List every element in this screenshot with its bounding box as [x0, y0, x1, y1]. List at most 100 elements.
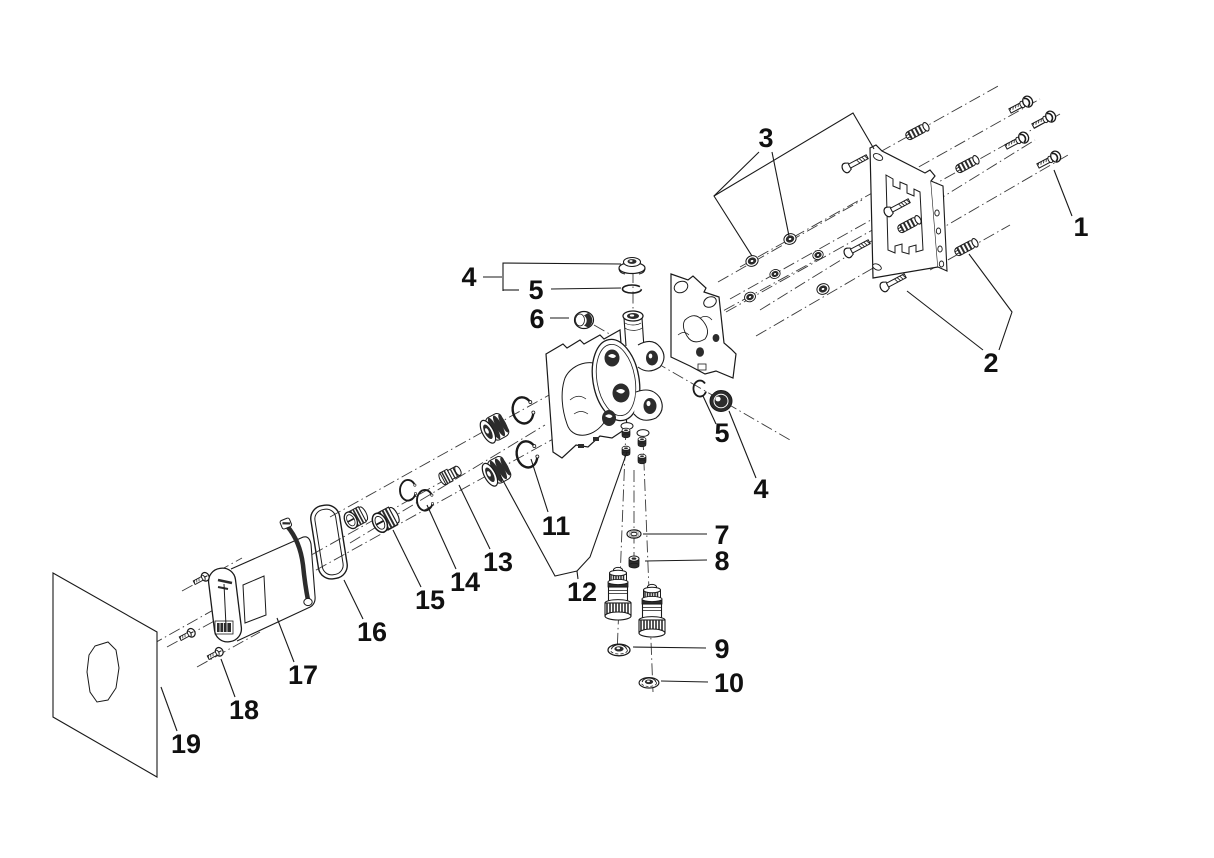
leader-line-11 [530, 458, 549, 513]
leader-line-3 [713, 151, 760, 257]
leader-line-16 [343, 579, 364, 620]
cover-barcode [217, 623, 231, 632]
callout-label-1-0: 1 [1073, 212, 1088, 242]
leader-line-10 [660, 680, 709, 683]
part16-gasket [310, 504, 348, 580]
axis-line [616, 427, 627, 656]
part2-wall-anchor [903, 120, 932, 143]
leader-line-1 [1053, 169, 1073, 217]
leader-line-9 [632, 646, 707, 649]
callout-label-8-9: 8 [714, 546, 729, 576]
part18-screw [177, 626, 198, 644]
cover-window [242, 575, 267, 624]
axis-line [181, 557, 243, 592]
part9-cap-nut [607, 643, 631, 657]
leader-line-5 [702, 395, 717, 425]
callout-label-5-6: 5 [714, 418, 729, 448]
part5-side-ring [692, 379, 707, 398]
axis-line [879, 84, 1001, 153]
mounting-bolt [841, 236, 873, 260]
leader-line-4 [502, 262, 622, 291]
part8-screw [628, 555, 640, 569]
callout-label-6-5: 6 [529, 304, 544, 334]
part18-screw [205, 645, 226, 663]
axis-line [642, 437, 654, 693]
leader-line-3 [713, 112, 875, 197]
valve-cartridge [604, 566, 632, 621]
panel-hole [86, 641, 120, 703]
leader-line-8 [644, 559, 708, 562]
callout-label-17-18: 17 [288, 660, 318, 690]
leader-line-4 [728, 410, 757, 479]
part2-wall-anchor [953, 153, 982, 176]
callout-label-12-13: 12 [567, 577, 597, 607]
part4-cap [618, 256, 646, 275]
cover-label-mark [217, 586, 229, 590]
cover-strap [285, 524, 311, 601]
callout-label-4-3: 4 [461, 262, 476, 292]
part18-screw [191, 570, 212, 588]
part6-plug [573, 310, 595, 330]
leader-line-2 [968, 253, 1013, 351]
callout-label-7-8: 7 [714, 520, 729, 550]
mounting-bolt [839, 151, 871, 175]
part10-cap-nut [638, 676, 660, 689]
part1-screw [1034, 148, 1064, 172]
part1-screw [1006, 93, 1036, 117]
part7-washer [626, 529, 642, 539]
part3-washer [811, 248, 825, 262]
leader-line-18 [220, 658, 236, 698]
part12-check-valve [476, 410, 512, 447]
part3-washer [781, 231, 799, 247]
part3-washer [743, 253, 761, 269]
part11-snap-ring [509, 393, 538, 427]
leader-line-13 [458, 484, 491, 550]
cover-label-mark [217, 578, 233, 585]
valve-body [591, 310, 665, 437]
part12-check-valve [478, 453, 514, 490]
drain-screw [637, 453, 647, 465]
leader-line-2 [906, 290, 984, 351]
leader-line-14 [426, 504, 457, 570]
callout-label-11-12: 11 [542, 511, 571, 541]
leader-line-12 [576, 451, 628, 572]
callout-label-19-20: 19 [171, 729, 201, 759]
callout-label-2-1: 2 [983, 348, 998, 378]
leader-line-5 [550, 287, 622, 290]
part2-wall-anchor [952, 236, 981, 259]
part11-snap-ring [513, 437, 542, 471]
callout-label-13-14: 13 [483, 547, 513, 577]
callout-label-14-15: 14 [450, 567, 480, 597]
callout-label-4-7: 4 [753, 474, 768, 504]
leader-line-19 [160, 686, 178, 732]
part13-adapter [438, 465, 462, 486]
part19-wall-panel [52, 572, 158, 778]
leader-line-15 [392, 529, 422, 588]
part1-screw [1029, 108, 1059, 132]
drain-screw [637, 436, 647, 448]
rear-flange-plate [670, 273, 737, 379]
callout-label-5-4: 5 [528, 275, 543, 305]
part4-side-grommet [709, 389, 733, 412]
leader-line-3 [771, 151, 790, 237]
part5-washer [621, 284, 645, 294]
leader-line-17 [276, 617, 295, 663]
axis-line [759, 139, 1036, 311]
callout-label-10-11: 10 [714, 668, 744, 698]
part3-washer [768, 267, 782, 281]
mounting-plate [869, 144, 948, 279]
axis-line [196, 631, 261, 668]
callout-label-18-19: 18 [229, 695, 259, 725]
part17-protection-cover [207, 517, 316, 643]
valve-cartridge [638, 583, 666, 638]
drain-screw [621, 427, 631, 439]
callout-label-15-16: 15 [415, 585, 445, 615]
part15-plug [340, 503, 371, 532]
leader-line-12 [499, 474, 579, 580]
part1-screw [1002, 129, 1032, 153]
axis-line [297, 390, 641, 581]
part14-ring [399, 479, 418, 502]
